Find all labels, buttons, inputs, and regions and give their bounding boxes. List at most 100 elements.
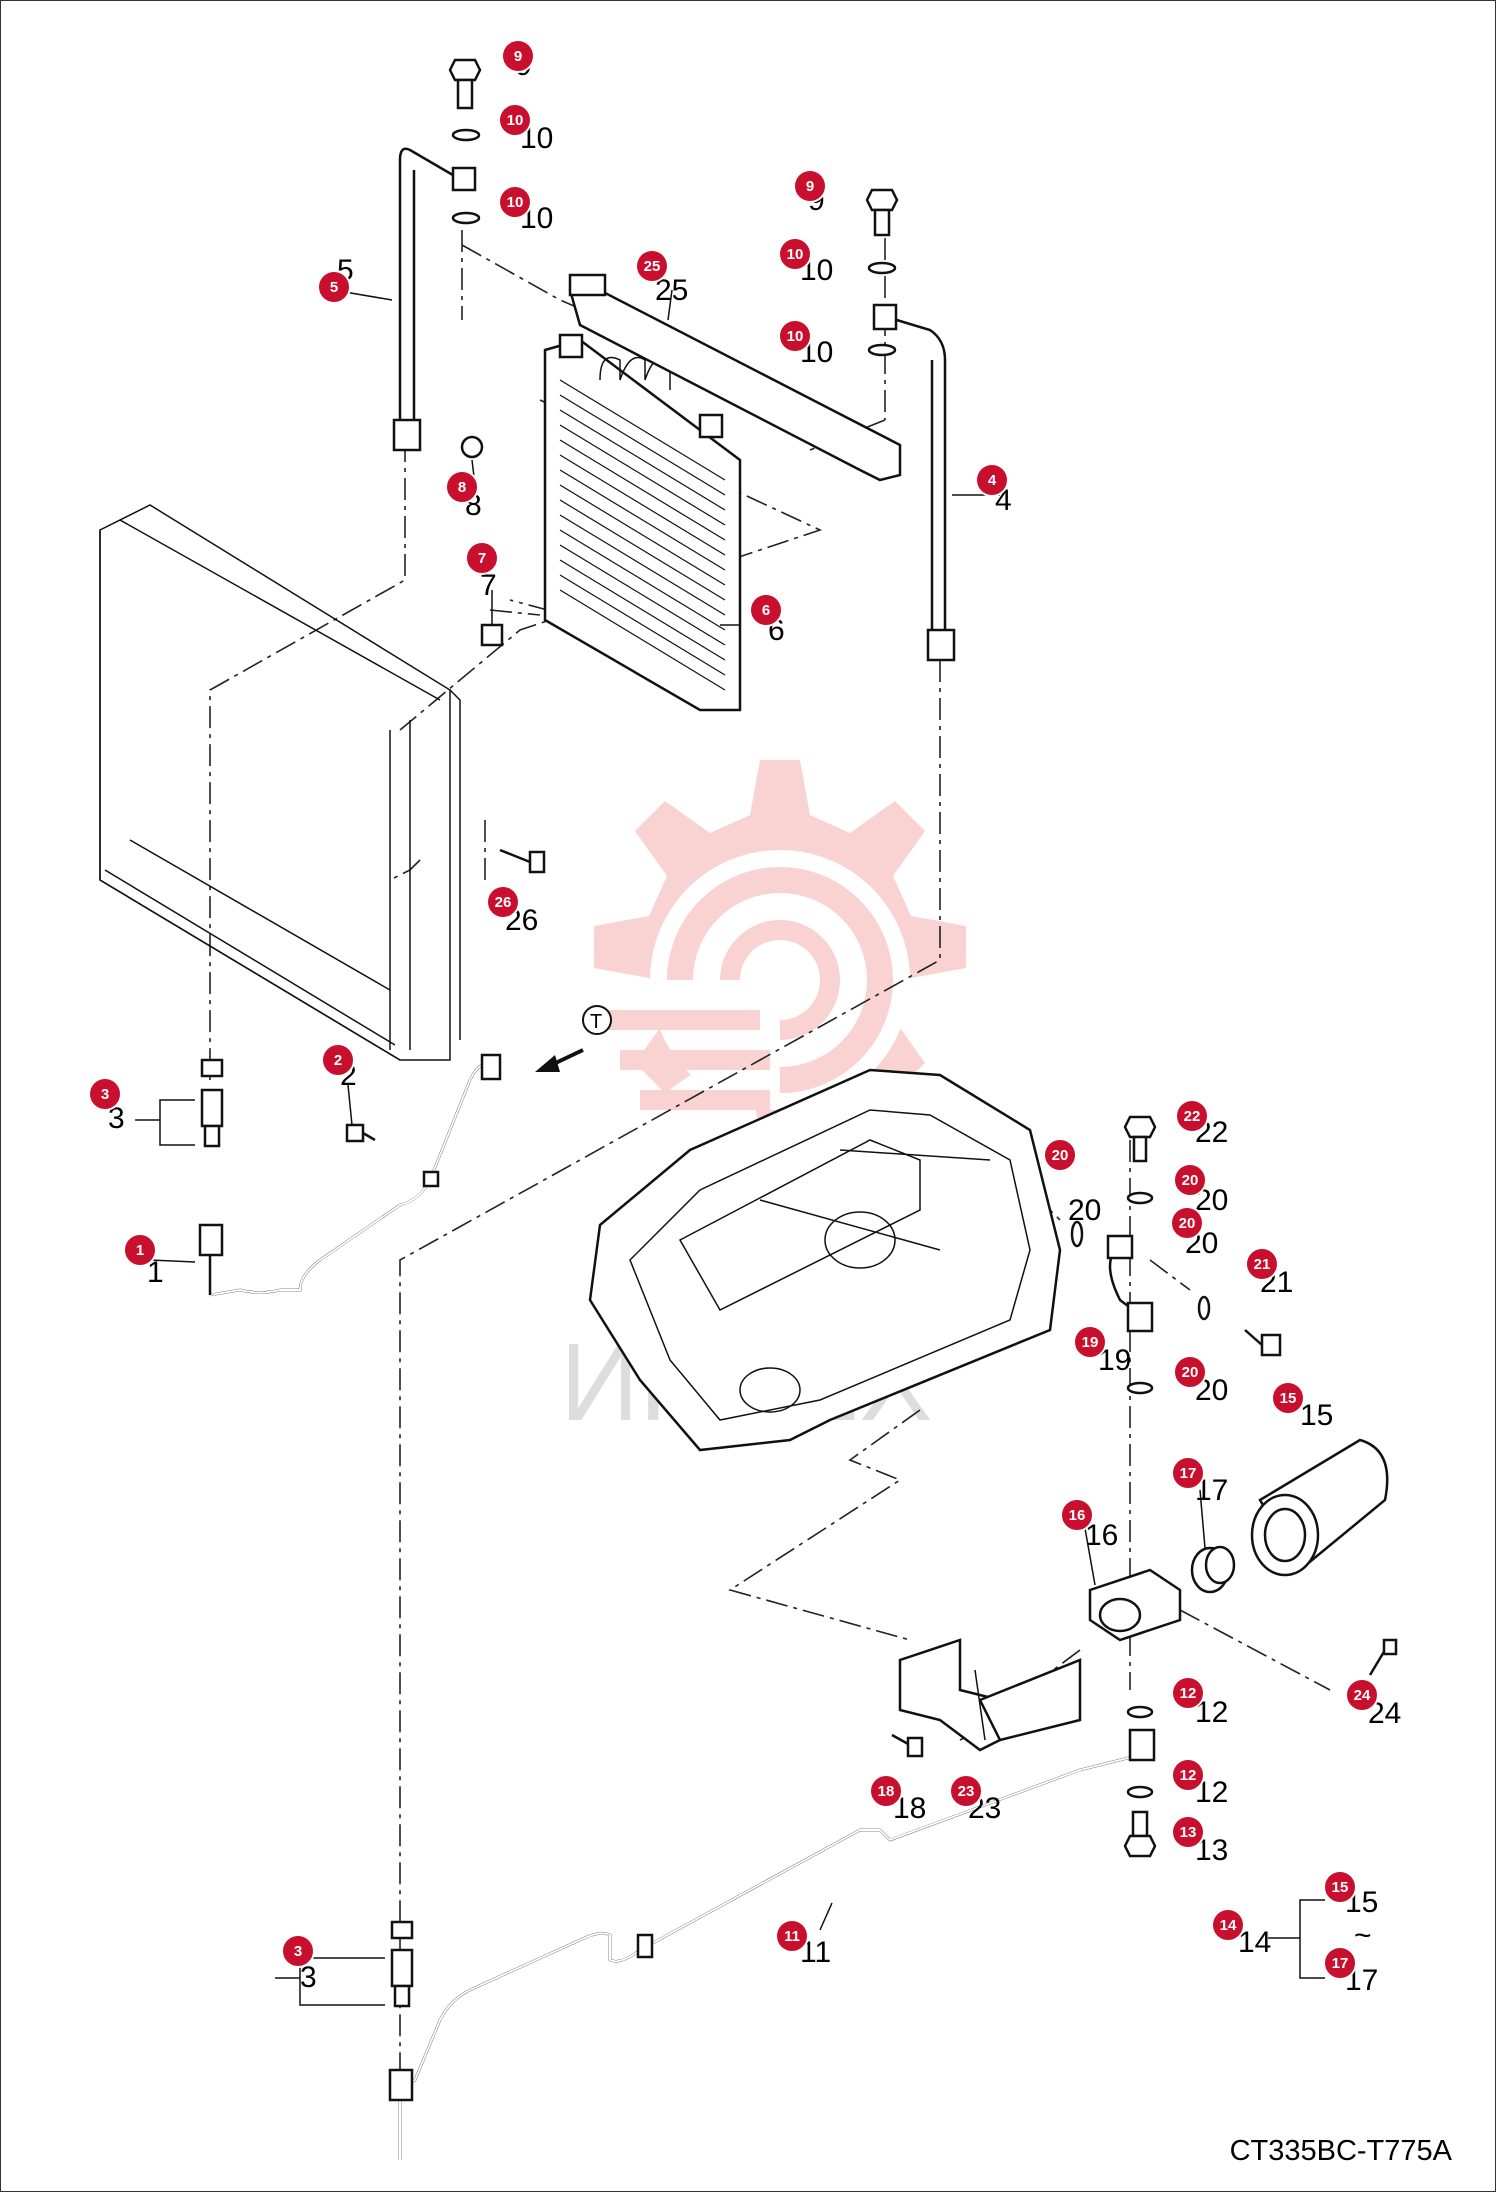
bolt-7 — [480, 590, 504, 647]
svg-text:18: 18 — [878, 1783, 895, 1800]
label-7: 7 — [480, 569, 497, 602]
svg-text:3: 3 — [101, 1086, 109, 1103]
nut-8 — [460, 435, 484, 459]
callout-2: 2 — [321, 1043, 355, 1077]
callout-20-d: 20 — [1173, 1355, 1207, 1389]
filter-head-16 — [1088, 1568, 1182, 1642]
washer-12-b — [1126, 1785, 1154, 1799]
svg-text:12: 12 — [1180, 1685, 1197, 1702]
svg-text:16: 16 — [1069, 1507, 1086, 1524]
washer-12-a — [1126, 1705, 1154, 1719]
svg-text:15: 15 — [1280, 1390, 1297, 1407]
svg-text:8: 8 — [458, 479, 466, 496]
callout-6: 6 — [749, 593, 783, 627]
filter-bracket-23 — [898, 1638, 1082, 1752]
svg-text:10: 10 — [507, 112, 524, 129]
callout-16: 16 — [1060, 1498, 1094, 1532]
hose-5 — [392, 147, 477, 452]
washer-20-d — [1126, 1381, 1154, 1395]
callout-5: 5 — [317, 270, 351, 304]
svg-text:20: 20 — [1052, 1147, 1069, 1164]
svg-text:15: 15 — [1332, 1879, 1349, 1896]
oil-cooler — [543, 333, 742, 712]
svg-text:21: 21 — [1254, 1256, 1271, 1273]
callout-10-a: 10 — [498, 103, 532, 137]
svg-text:9: 9 — [514, 48, 522, 65]
callout-17-lower: 17 — [1323, 1946, 1357, 1980]
svg-text:10: 10 — [787, 328, 804, 345]
svg-text:5: 5 — [330, 279, 338, 296]
adapter-3-lower — [390, 1920, 414, 2008]
callout-25: 25 — [635, 249, 669, 283]
callout-19: 19 — [1073, 1325, 1107, 1359]
svg-text:7: 7 — [478, 550, 486, 567]
washer-10-c — [867, 261, 897, 275]
callout-badges: 9 10 10 9 10 10 25 5 4 8 7 6 26 2 3 1 22… — [88, 39, 1379, 1980]
filter-adapter-17 — [1190, 1545, 1236, 1594]
callout-12-a: 12 — [1171, 1676, 1205, 1710]
label-20-a: 20 — [1068, 1194, 1101, 1227]
banjo-bolt-22 — [1123, 1115, 1157, 1163]
callout-9-top-left: 9 — [501, 39, 535, 73]
svg-text:23: 23 — [958, 1783, 975, 1800]
svg-text:24: 24 — [1354, 1687, 1371, 1704]
svg-text:6: 6 — [762, 602, 770, 619]
callout-18: 18 — [869, 1774, 903, 1808]
callout-3-upper: 3 — [88, 1077, 122, 1111]
svg-text:20: 20 — [1179, 1215, 1196, 1232]
callout-4: 4 — [975, 463, 1009, 497]
svg-text:19: 19 — [1082, 1334, 1099, 1351]
callout-20-a: 20 — [1043, 1138, 1077, 1172]
svg-text:1: 1 — [136, 1242, 144, 1259]
callout-21: 21 — [1245, 1247, 1279, 1281]
callout-9-top-right: 9 — [793, 169, 827, 203]
svg-text:14: 14 — [1220, 1917, 1237, 1934]
callout-15-lower: 15 — [1323, 1870, 1357, 1904]
washer-20-b — [1070, 1220, 1084, 1248]
label-range-tilde: ~ — [1354, 1919, 1372, 1952]
callout-26: 26 — [486, 885, 520, 919]
callout-3-lower: 3 — [281, 1934, 315, 1968]
direction-marker: T — [535, 1005, 612, 1072]
watermark-gear-logo — [594, 760, 966, 1134]
callout-20-c: 20 — [1170, 1206, 1204, 1240]
callout-13: 13 — [1171, 1815, 1205, 1849]
washer-20-c — [1197, 1295, 1211, 1321]
callout-1: 1 — [123, 1233, 157, 1267]
radiator-frame — [99, 504, 461, 1061]
label-15-upper: 15 — [1300, 1399, 1333, 1432]
svg-text:20: 20 — [1182, 1364, 1199, 1381]
label-3-upper: 3 — [108, 1102, 125, 1135]
bolt-21 — [1244, 1329, 1282, 1357]
callout-24: 24 — [1345, 1678, 1379, 1712]
svg-text:11: 11 — [784, 1928, 800, 1945]
bolt-18 — [891, 1733, 924, 1758]
svg-text:10: 10 — [507, 194, 524, 211]
oil-filter-15 — [1250, 1438, 1389, 1577]
callout-23: 23 — [949, 1774, 983, 1808]
washer-10-d — [867, 343, 897, 357]
banjo-fitting-19 — [1106, 1234, 1154, 1333]
banjo-bolt-9-top-right — [865, 188, 899, 237]
callout-10-c: 10 — [778, 237, 812, 271]
washer-20-a — [1126, 1191, 1154, 1205]
callout-15-upper: 15 — [1271, 1381, 1305, 1415]
svg-text:10: 10 — [787, 246, 804, 263]
svg-text:26: 26 — [495, 894, 512, 911]
bolt-24 — [1368, 1638, 1398, 1676]
label-3-lower: 3 — [300, 1961, 317, 1994]
callout-14: 14 — [1211, 1908, 1245, 1942]
svg-text:17: 17 — [1180, 1465, 1197, 1482]
callout-8: 8 — [445, 470, 479, 504]
diagram-code-label: CT335BC-T775A — [1229, 2135, 1452, 2167]
callout-11: 11 — [775, 1919, 809, 1953]
svg-text:2: 2 — [334, 1052, 342, 1069]
svg-text:4: 4 — [988, 472, 997, 489]
svg-text:9: 9 — [806, 178, 814, 195]
callout-17-upper: 17 — [1171, 1456, 1205, 1490]
direction-marker-label: T — [590, 1011, 602, 1033]
svg-text:13: 13 — [1180, 1824, 1197, 1841]
pipe-11 — [388, 1728, 1156, 2160]
